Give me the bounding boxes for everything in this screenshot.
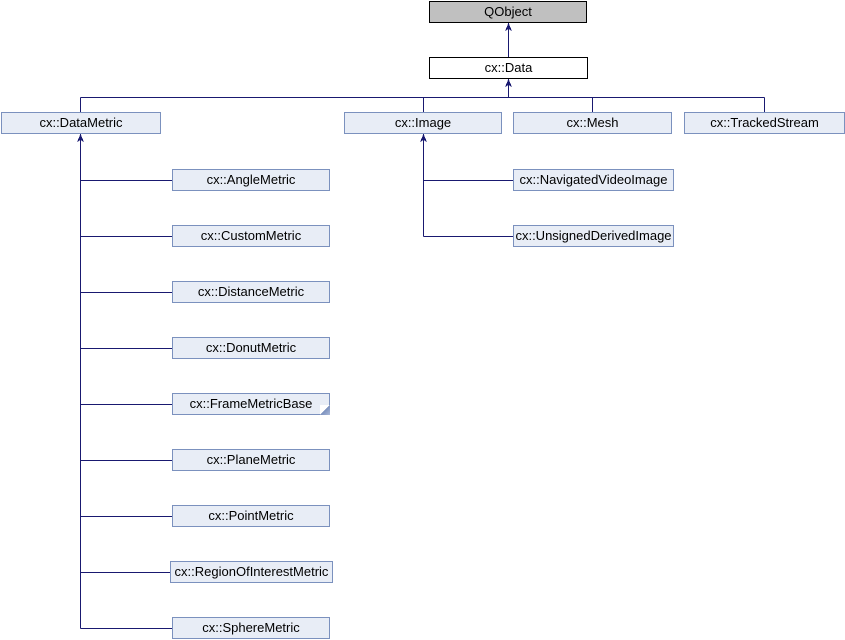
class-node-qobject: QObject [429, 1, 587, 23]
class-node-label: cx::AngleMetric [206, 172, 296, 187]
class-node-label: cx::NavigatedVideoImage [519, 172, 668, 187]
class-node-spheremetric[interactable]: cx::SphereMetric [172, 617, 330, 639]
class-node-mesh[interactable]: cx::Mesh [513, 112, 672, 134]
class-node-custommetric[interactable]: cx::CustomMetric [172, 225, 330, 247]
class-node-regionofinterestmetric[interactable]: cx::RegionOfInterestMetric [170, 561, 333, 583]
class-node-pointmetric[interactable]: cx::PointMetric [172, 505, 330, 527]
class-node-label: cx::CustomMetric [200, 228, 302, 243]
class-node-label: cx::DonutMetric [205, 340, 297, 355]
class-node-navigatedvideoimage[interactable]: cx::NavigatedVideoImage [513, 169, 674, 191]
class-node-distancemetric[interactable]: cx::DistanceMetric [172, 281, 330, 303]
class-node-label: cx::SphereMetric [202, 620, 300, 635]
folded-corner-icon [320, 405, 330, 415]
class-node-anglemetric[interactable]: cx::AngleMetric [172, 169, 330, 191]
class-node-label: cx::Image [394, 115, 452, 130]
class-node-framemetricbase[interactable]: cx::FrameMetricBase [172, 393, 330, 415]
class-node-label: QObject [484, 4, 532, 19]
class-node-label: cx::PointMetric [208, 508, 294, 523]
class-node-data: cx::Data [429, 57, 588, 79]
class-node-image[interactable]: cx::Image [344, 112, 502, 134]
class-node-label: cx::FrameMetricBase [189, 396, 313, 411]
class-node-datametric[interactable]: cx::DataMetric [1, 112, 161, 134]
class-node-label: cx::TrackedStream [710, 115, 819, 130]
class-node-label: cx::PlaneMetric [206, 452, 296, 467]
class-node-label: cx::UnsignedDerivedImage [515, 228, 672, 243]
class-node-label: cx::Mesh [566, 115, 619, 130]
class-node-planemetric[interactable]: cx::PlaneMetric [172, 449, 330, 471]
class-node-unsignedderivedimage[interactable]: cx::UnsignedDerivedImage [513, 225, 674, 247]
class-node-donutmetric[interactable]: cx::DonutMetric [172, 337, 330, 359]
class-node-label: cx::DataMetric [39, 115, 123, 130]
class-node-trackedstream[interactable]: cx::TrackedStream [684, 112, 845, 134]
class-node-label: cx::Data [484, 60, 533, 75]
class-node-label: cx::RegionOfInterestMetric [174, 564, 329, 579]
class-node-label: cx::DistanceMetric [197, 284, 305, 299]
